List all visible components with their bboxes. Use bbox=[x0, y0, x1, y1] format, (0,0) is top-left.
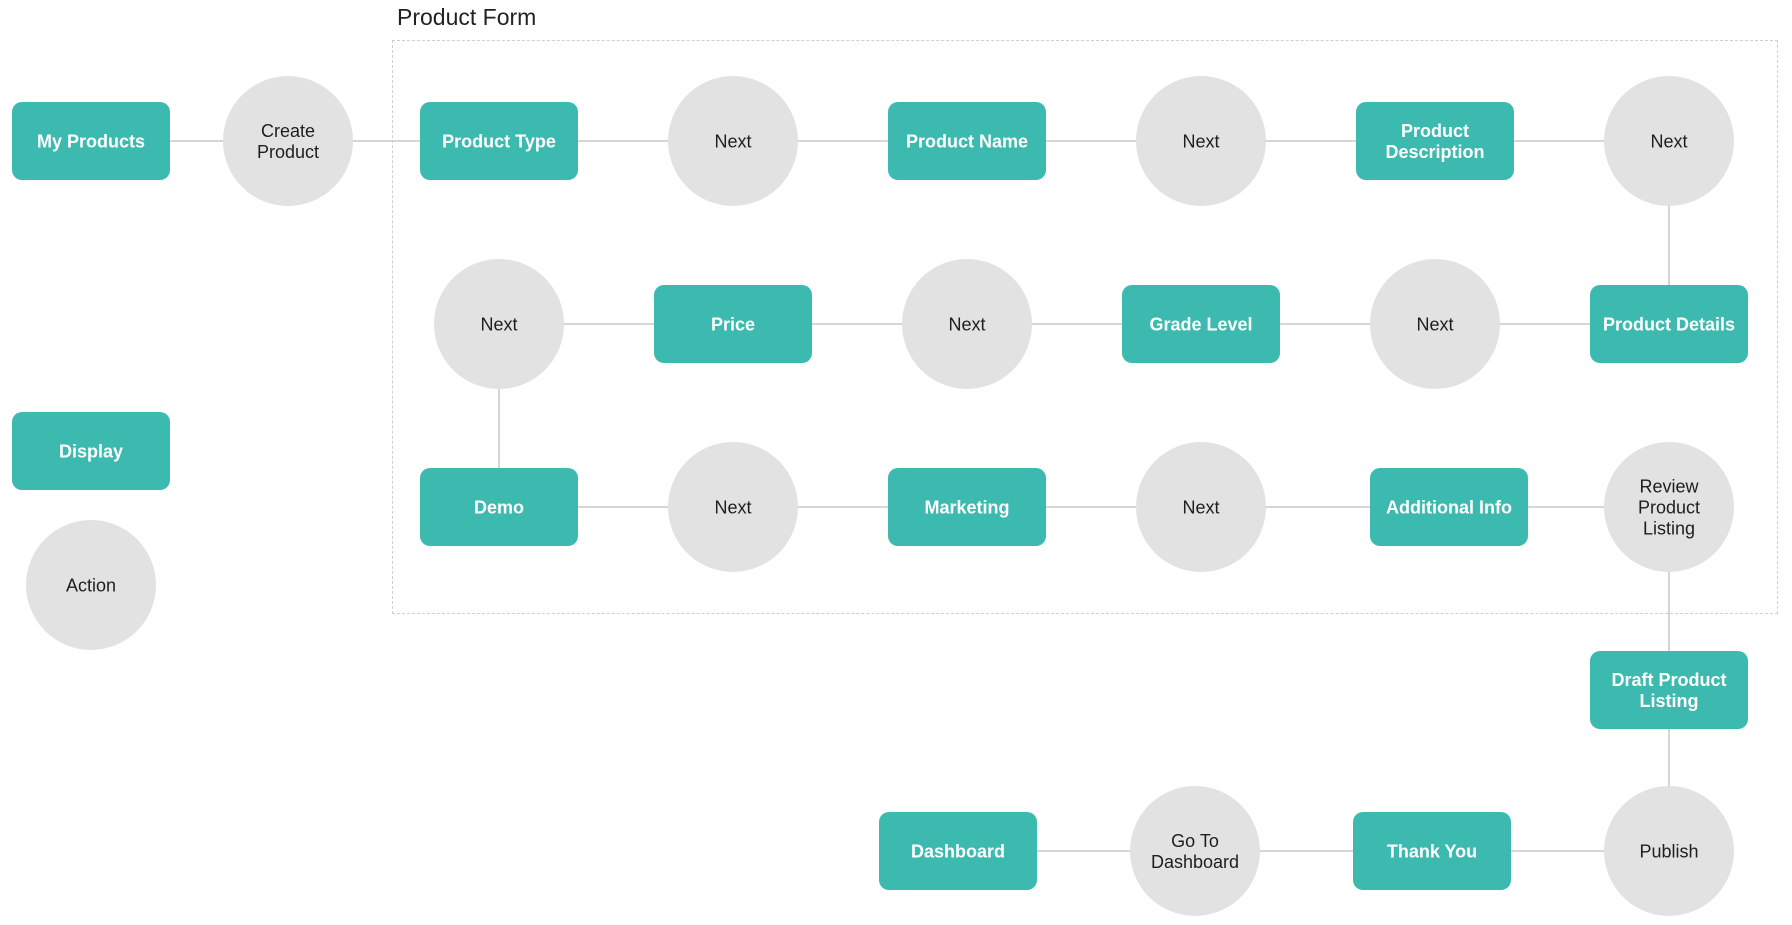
display-node-shape bbox=[1590, 285, 1748, 363]
action-node-shape bbox=[902, 259, 1032, 389]
display-node-shape bbox=[420, 468, 578, 546]
display-node-shape bbox=[888, 102, 1046, 180]
node-label: Price bbox=[711, 314, 755, 334]
action-node-shape bbox=[1136, 76, 1266, 206]
node-label: Next bbox=[1182, 497, 1219, 517]
node-next-8: Next bbox=[1136, 442, 1266, 572]
node-price: Price bbox=[654, 285, 812, 363]
node-dashboard: Dashboard bbox=[879, 812, 1037, 890]
action-node-shape bbox=[1130, 786, 1260, 916]
node-label: Demo bbox=[474, 497, 524, 517]
action-node-shape bbox=[1604, 786, 1734, 916]
node-thank-you: Thank You bbox=[1353, 812, 1511, 890]
node-product-details: Product Details bbox=[1590, 285, 1748, 363]
node-label: Next bbox=[1182, 131, 1219, 151]
node-label: Next bbox=[948, 314, 985, 334]
node-next-5: Next bbox=[902, 259, 1032, 389]
node-product-name: Product Name bbox=[888, 102, 1046, 180]
node-label: Dashboard bbox=[911, 841, 1005, 861]
node-label: Next bbox=[714, 131, 751, 151]
node-next-2: Next bbox=[1136, 76, 1266, 206]
display-node-shape bbox=[1122, 285, 1280, 363]
node-next-1: Next bbox=[668, 76, 798, 206]
node-next-4: Next bbox=[1370, 259, 1500, 389]
node-next-7: Next bbox=[668, 442, 798, 572]
action-node-shape bbox=[26, 520, 156, 650]
node-additional-info: Additional Info bbox=[1370, 468, 1528, 546]
action-node-shape bbox=[1604, 442, 1734, 572]
legend-display: Display bbox=[12, 412, 170, 490]
node-label: My Products bbox=[37, 131, 145, 151]
display-node-shape bbox=[12, 412, 170, 490]
display-node-shape bbox=[888, 468, 1046, 546]
display-node-shape bbox=[1590, 651, 1748, 729]
node-label: Display bbox=[59, 441, 123, 461]
display-node-shape bbox=[1356, 102, 1514, 180]
node-marketing: Marketing bbox=[888, 468, 1046, 546]
node-label: Publish bbox=[1639, 841, 1698, 861]
action-node-shape bbox=[1370, 259, 1500, 389]
action-node-shape bbox=[223, 76, 353, 206]
node-publish: Publish bbox=[1604, 786, 1734, 916]
product-form-group bbox=[392, 40, 1778, 614]
node-label: Product Name bbox=[906, 131, 1028, 151]
node-label: Next bbox=[1416, 314, 1453, 334]
node-next-6: Next bbox=[434, 259, 564, 389]
node-label: Next bbox=[1650, 131, 1687, 151]
display-node-shape bbox=[654, 285, 812, 363]
action-node-shape bbox=[668, 442, 798, 572]
action-node-shape bbox=[434, 259, 564, 389]
display-node-shape bbox=[879, 812, 1037, 890]
node-my-products: My Products bbox=[12, 102, 170, 180]
node-label: Marketing bbox=[924, 497, 1009, 517]
action-node-shape bbox=[668, 76, 798, 206]
action-node-shape bbox=[1136, 442, 1266, 572]
action-node-shape bbox=[1604, 76, 1734, 206]
node-label: Grade Level bbox=[1149, 314, 1252, 334]
node-label: Next bbox=[480, 314, 517, 334]
node-product-type: Product Type bbox=[420, 102, 578, 180]
node-label: Next bbox=[714, 497, 751, 517]
legend-action: Action bbox=[26, 520, 156, 650]
node-label: Product Details bbox=[1603, 314, 1735, 334]
display-node-shape bbox=[1353, 812, 1511, 890]
node-label: Thank You bbox=[1387, 841, 1477, 861]
display-node-shape bbox=[1370, 468, 1528, 546]
node-grade-level: Grade Level bbox=[1122, 285, 1280, 363]
node-next-3: Next bbox=[1604, 76, 1734, 206]
node-demo: Demo bbox=[420, 468, 578, 546]
display-node-shape bbox=[420, 102, 578, 180]
product-form-title: Product Form bbox=[397, 4, 537, 30]
node-label: Additional Info bbox=[1386, 497, 1512, 517]
display-node-shape bbox=[12, 102, 170, 180]
node-label: Action bbox=[66, 575, 116, 595]
node-label: Product Type bbox=[442, 131, 556, 151]
